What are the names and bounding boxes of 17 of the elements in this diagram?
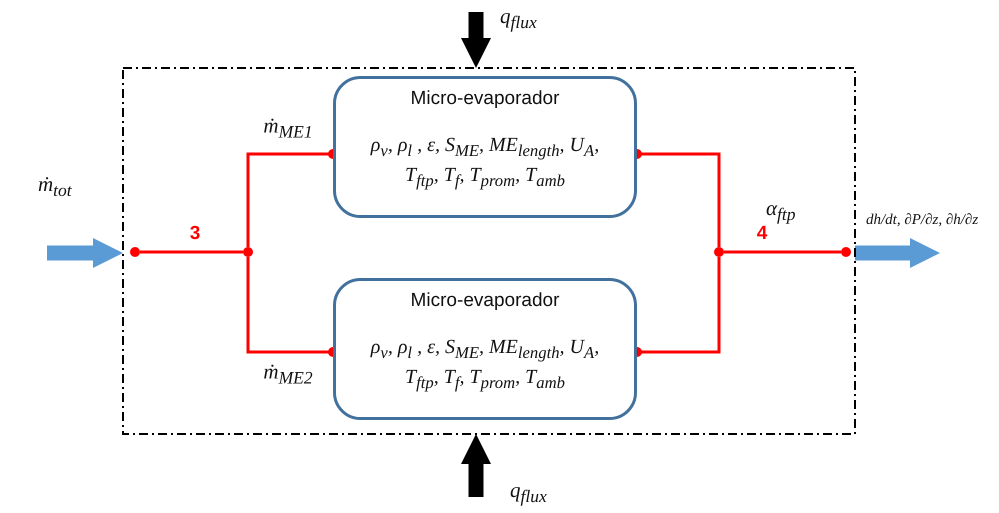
block-arrow [855,238,940,268]
math-label: ṁ$_{tot}$ [38,172,72,202]
edge-label: ṁ$_{ME1}$ [262,113,314,143]
math-label: α$_{ftp}$ [766,196,796,226]
box-title: Micro-evaporador [410,88,560,110]
math-label: q$_{flux}$ [510,478,547,508]
block-arrow [461,12,491,68]
parameter-list: ρ$_{v}$, ρ$_{l}$ , ε, S$_{ME}$, ME$_{length}$, U$_{A}$, T$_{ftp}$, T$_{f}$, T$_{prom}$, T$_{amb}$ [363,334,607,394]
math-label: q$_{flux}$ [500,4,537,34]
block-arrow [47,238,123,268]
connector-line [140,250,243,254]
math-label: dh/dt, ∂P/∂z, ∂h/∂z [866,212,978,229]
parameter-list: ρ$_{v}$, ρ$_{l}$ , ε, S$_{ME}$, ME$_{length}$, U$_{A}$, T$_{ftp}$, T$_{f}$, T$_{prom}$, T$_{amb}$ [363,132,607,192]
block-arrow [461,434,491,497]
connector-line [724,250,841,254]
edge-label: ṁ$_{ME2}$ [262,359,314,389]
box-title: Micro-evaporador [410,290,560,312]
